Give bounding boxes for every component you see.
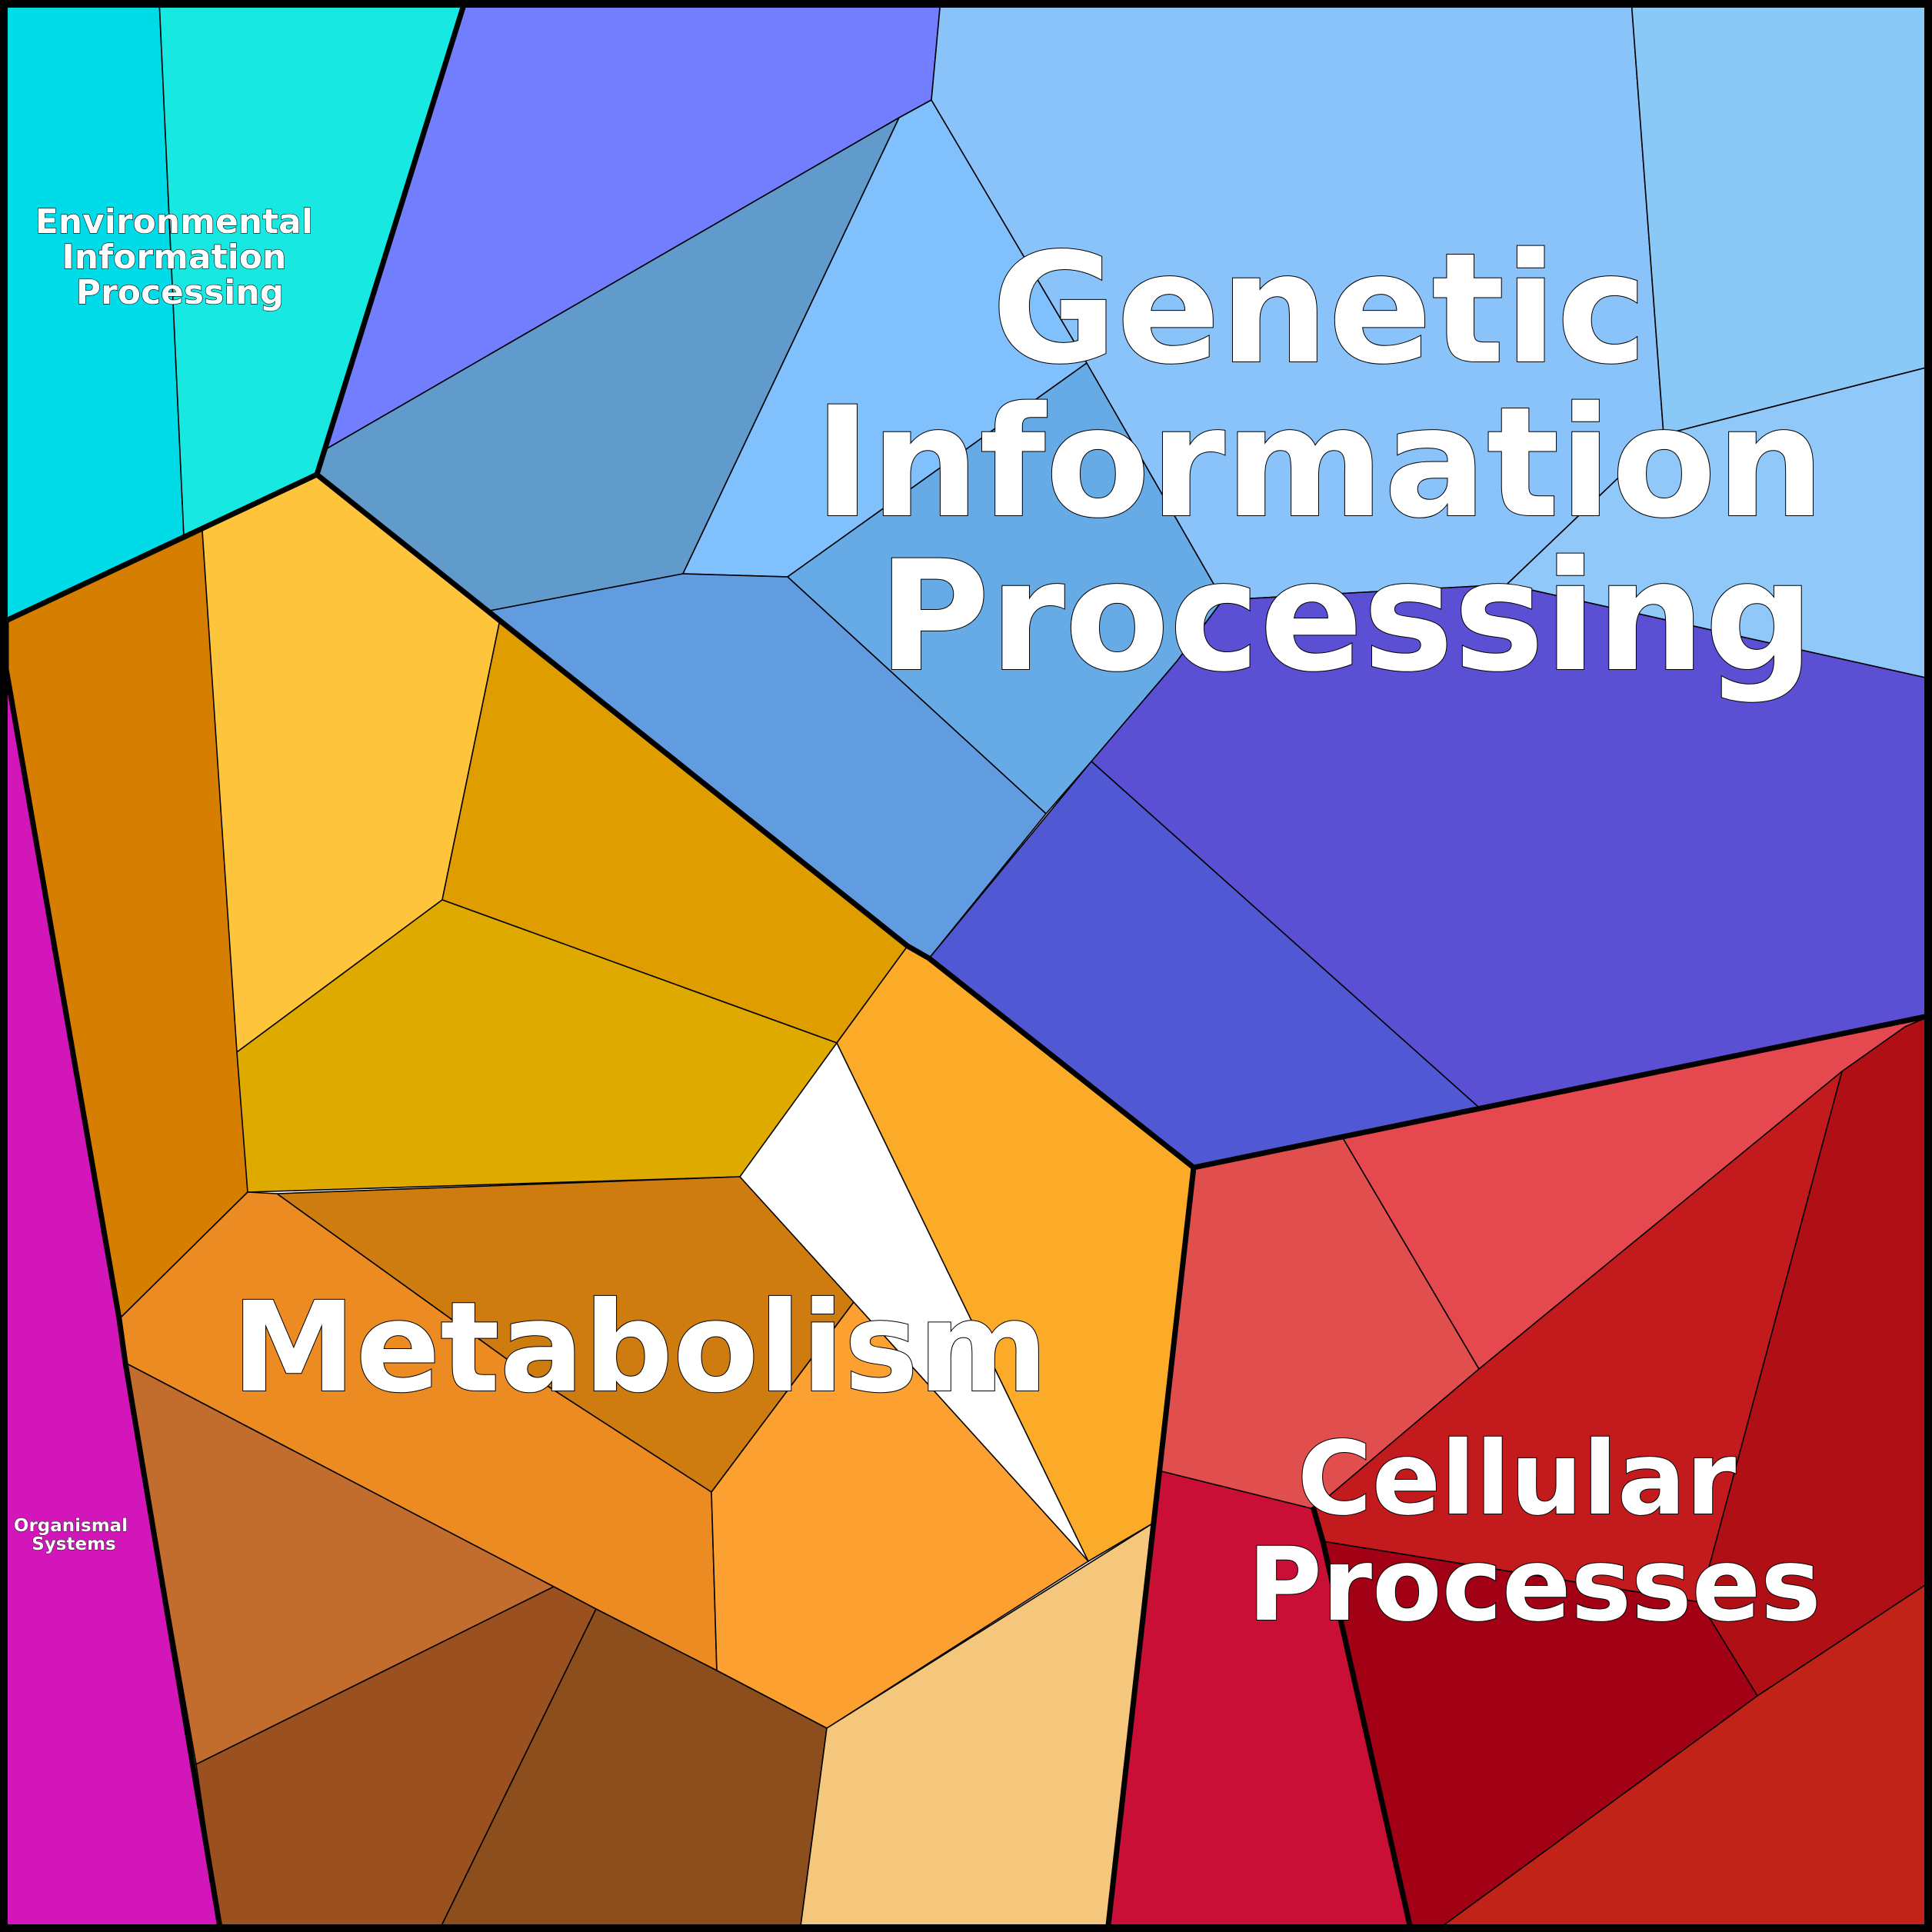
boundary-env-metabolism (3, 471, 320, 624)
label-organismal-line-1: Organismal (14, 1516, 128, 1536)
region-metabolism (5, 474, 1194, 1932)
boundary-metabolism-cellular (1104, 1164, 1197, 1932)
label-genetic-line-3: Processing (878, 528, 1814, 705)
cell-met-12 (799, 1522, 1154, 1932)
boundary-genetic-metabolism (314, 471, 1197, 1171)
label-environmental-line-2: Information (62, 238, 286, 277)
cell-cel-7 (1434, 1580, 1932, 1932)
category-labels: Genetic Information Processing Metabolis… (13, 202, 1878, 1645)
boundary-cellular-inner (1311, 1506, 1414, 1932)
cell-gen-7 (1631, 0, 1932, 435)
boundary-env-genetic (314, 0, 468, 478)
label-genetic-line-1: Genetic (992, 220, 1647, 398)
label-cellular-line-2: Processes (1247, 1526, 1821, 1644)
label-genetic: Genetic Information Processing (814, 220, 1878, 705)
label-environmental-line-1: Environmental (35, 202, 313, 242)
label-metabolism-line-1: Metabolism (232, 1276, 1048, 1421)
region-cellular (1107, 1014, 1932, 1932)
boundary-genetic-cellular (1191, 1012, 1932, 1171)
label-organismal: Organismal Systems (14, 1516, 134, 1554)
label-genetic-line-2: Information (814, 374, 1825, 551)
label-metabolism: Metabolism (232, 1276, 1048, 1421)
region-genetic (316, 0, 1932, 1168)
cell-gen-8 (1506, 365, 1932, 680)
cell-met-4 (236, 899, 838, 1193)
label-cellular-line-1: Cellular (1297, 1420, 1736, 1538)
label-environmental: Environmental Information Processing (35, 202, 325, 312)
label-organismal-line-2: Systems (32, 1534, 116, 1554)
label-cellular: Cellular Processes (1247, 1420, 1821, 1644)
label-environmental-line-3: Processing (76, 273, 284, 312)
